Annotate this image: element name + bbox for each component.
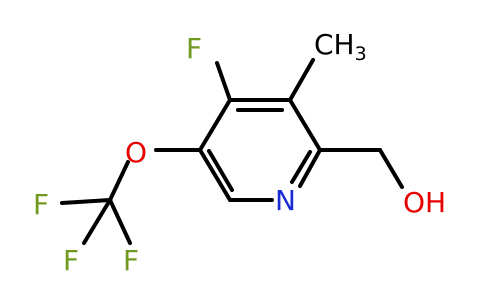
atom-label-f-cf3-left: F: [33, 188, 49, 221]
atom-label-f-cf3-bottom-right: F: [123, 244, 139, 277]
bond-c3-methyl: [288, 58, 315, 102]
atom-label-methyl: CH3: [314, 28, 367, 65]
atom-label-f-ring: F: [186, 32, 202, 65]
bond-c6-c5-inner: [207, 149, 234, 192]
bond-cf3-f-bottom-left: [82, 198, 112, 245]
bonds: [60, 58, 404, 245]
atom-label-oh: OH: [403, 186, 446, 219]
bond-cf3-f-bottom-right: [108, 198, 132, 245]
bond-c4-f: [215, 61, 232, 102]
bond-c3-c2: [288, 98, 322, 152]
bond-c2-n-inner: [290, 150, 312, 184]
methyl-text: CH: [314, 28, 355, 61]
bond-cf3-f-left: [60, 198, 112, 205]
atom-label-o-ether: O: [125, 136, 147, 169]
methyl-subscript: 3: [355, 43, 367, 65]
bond-o-cf3: [108, 160, 130, 202]
bond-c2-n: [298, 148, 322, 188]
bond-c6-c5: [198, 148, 232, 202]
bond-ch2-oh: [378, 148, 404, 189]
bond-c5-c4: [198, 98, 232, 152]
atom-label-n-ring: N: [275, 184, 296, 217]
atom-label-f-cf3-bottom-left: F: [63, 244, 79, 277]
